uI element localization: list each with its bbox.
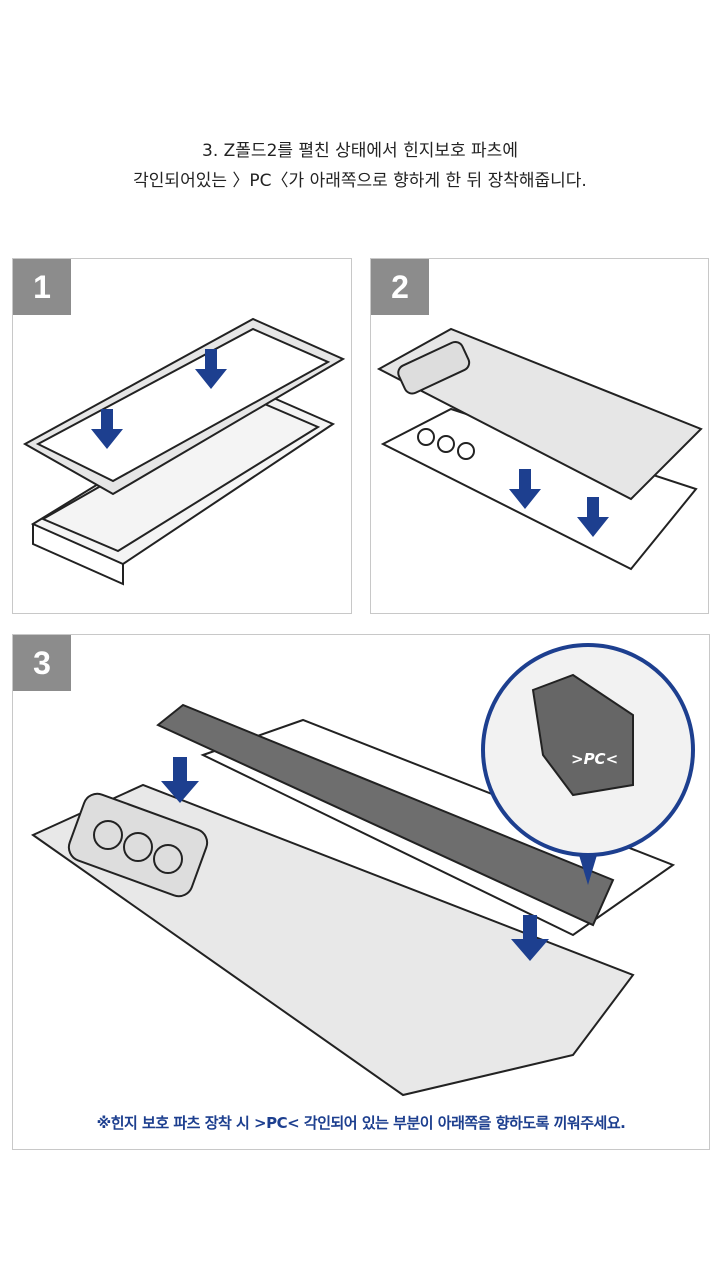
magnifier-callout: [481, 643, 695, 885]
installation-note: ※힌지 보호 파츠 장착 시 >PC< 각인되어 있는 부분이 아래쪽을 향하도…: [96, 1114, 626, 1132]
down-arrow-icon: [509, 469, 609, 537]
step-3-panel: >PC< 3 ※힌지 보호 파츠 장착 시 >PC< 각인되어 있는 부분이 아…: [12, 634, 710, 1150]
down-arrow-icon: [91, 349, 227, 449]
step-1-illustration: [22, 317, 346, 586]
pc-engraving-label: >PC<: [571, 750, 619, 768]
instruction-line-1: 3. Z폴드2를 펼친 상태에서 힌지보호 파츠에: [202, 141, 518, 161]
step-2-illustration: [376, 327, 703, 571]
down-arrow-icon: [161, 757, 549, 961]
step-2-panel: 2: [370, 258, 709, 614]
step-3-illustration: [30, 643, 695, 1097]
step-badge-2: 2: [371, 259, 429, 315]
instruction-line-2: 각인되어있는 〉PC〈가 아래쪽으로 향하게 한 뒤 장착해줍니다.: [133, 171, 587, 191]
step-badge-3: 3: [13, 635, 71, 691]
step-badge-1: 1: [13, 259, 71, 315]
step-1-panel: 1: [12, 258, 352, 614]
